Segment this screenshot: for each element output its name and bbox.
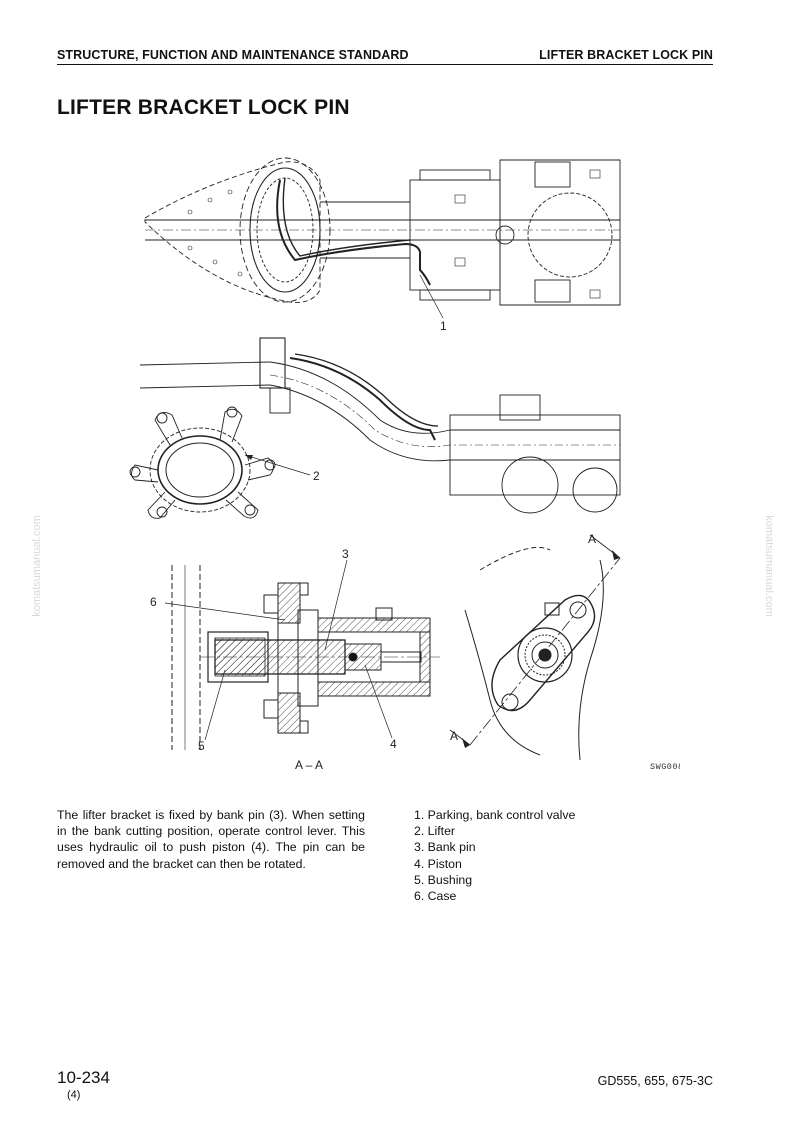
part-item: 5. Bushing	[414, 872, 473, 887]
page-title: LIFTER BRACKET LOCK PIN	[57, 96, 350, 119]
callout-5: 5	[198, 739, 205, 753]
cut-arrow-top	[612, 550, 620, 560]
part-item: 2. Lifter	[414, 824, 456, 839]
header-section-title: STRUCTURE, FUNCTION AND MAINTENANCE STAN…	[57, 48, 409, 62]
section-marker-bottom: A	[450, 729, 458, 743]
watermark-left: komatsumanual.com	[30, 515, 43, 617]
callout-6: 6	[150, 595, 157, 609]
callout-2-arrowhead	[245, 455, 253, 460]
callout-3: 3	[342, 547, 349, 561]
page-number: 10-234	[57, 1068, 110, 1087]
technical-drawing: 1 2	[129, 157, 680, 772]
header-topic-title: LIFTER BRACKET LOCK PIN	[539, 48, 713, 62]
callout-4: 4	[390, 737, 397, 751]
frame-side-view	[129, 337, 621, 519]
callout-2: 2	[313, 469, 320, 483]
model-number: GD555, 655, 675-3C	[597, 1074, 713, 1088]
watermark-right: komatsumanual.com	[762, 515, 775, 617]
callout-1: 1	[440, 319, 447, 333]
cut-arrow-bottom	[462, 738, 470, 748]
section-marker-top: A	[588, 532, 596, 546]
part-item: 6. Case	[414, 889, 457, 904]
page-revision: (4)	[67, 1089, 81, 1101]
header-divider	[57, 64, 713, 65]
part-item: 4. Piston	[414, 856, 462, 871]
description-paragraph: The lifter bracket is fixed by bank pin …	[57, 808, 365, 871]
detail-view	[449, 534, 621, 761]
parts-list: 1. Parking, bank control valve 2. Lifter…	[414, 807, 575, 904]
section-label: A – A	[295, 758, 323, 772]
frame-top-view	[144, 157, 621, 319]
part-item: 3. Bank pin	[414, 840, 476, 855]
part-item: 1. Parking, bank control valve	[414, 808, 576, 822]
section-a-a	[164, 559, 440, 750]
drawing-code: SWG00898	[650, 762, 680, 772]
